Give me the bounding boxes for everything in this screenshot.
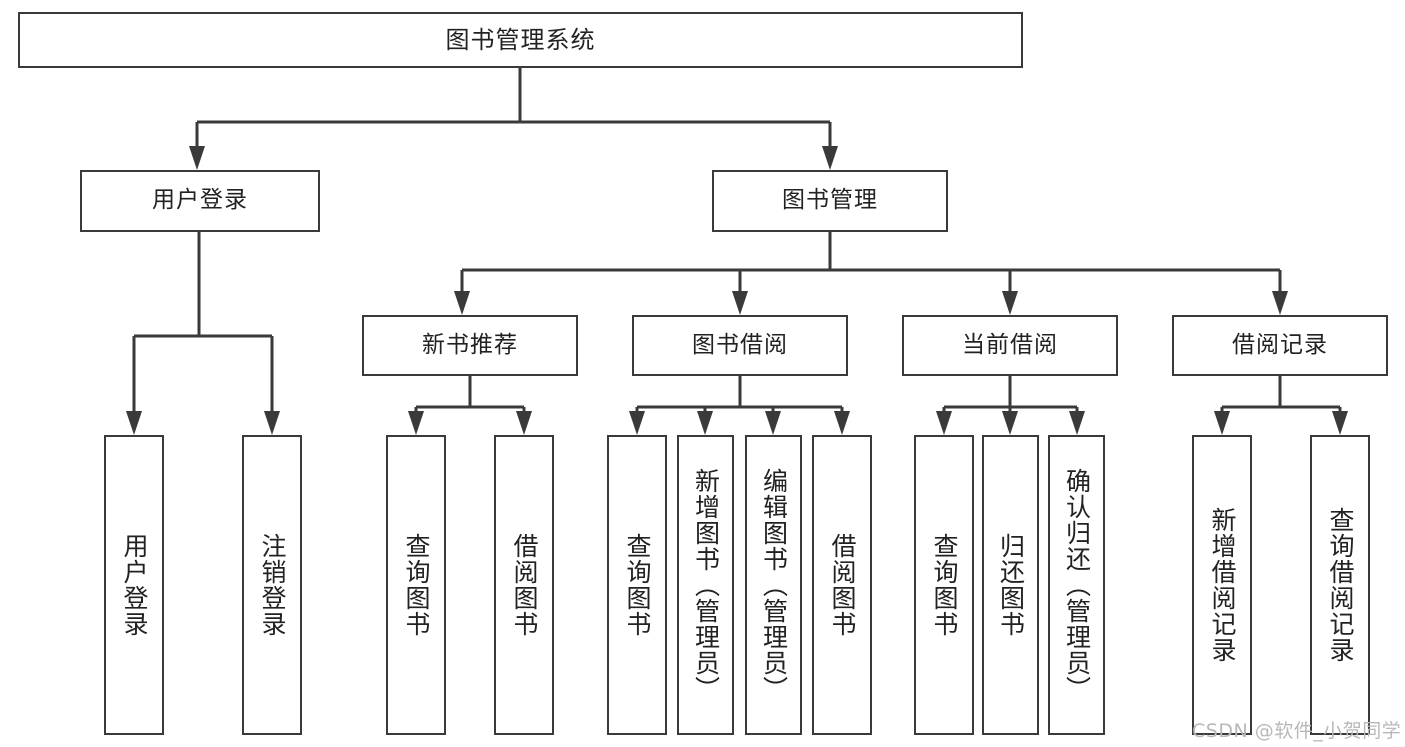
leaf-book-borrow-borrow[interactable]: 借阅图书 xyxy=(812,435,872,735)
node-book-management[interactable]: 图书管理 xyxy=(712,170,948,232)
leaf-new-book-borrow[interactable]: 借阅图书 xyxy=(494,435,554,735)
watermark-text: CSDN @软件_小贺同学 xyxy=(1192,720,1402,742)
leaf-label: 编辑图书（管理员） xyxy=(759,468,789,702)
node-borrow-record[interactable]: 借阅记录 xyxy=(1172,315,1388,376)
leaf-current-borrow-confirm[interactable]: 确认归还（管理员） xyxy=(1048,435,1105,735)
leaf-label: 确认归还（管理员） xyxy=(1062,468,1092,702)
leaf-label: 新增借阅记录 xyxy=(1208,507,1237,663)
leaf-borrow-record-query[interactable]: 查询借阅记录 xyxy=(1310,435,1370,735)
leaf-label: 注销登录 xyxy=(258,533,287,637)
leaf-label: 用户登录 xyxy=(120,533,149,637)
leaf-label: 借阅图书 xyxy=(828,533,857,637)
leaf-new-book-query[interactable]: 查询图书 xyxy=(386,435,446,735)
leaf-current-borrow-query[interactable]: 查询图书 xyxy=(914,435,974,735)
leaf-borrow-record-add[interactable]: 新增借阅记录 xyxy=(1192,435,1252,735)
leaf-user-login-logout[interactable]: 注销登录 xyxy=(242,435,302,735)
leaf-current-borrow-return[interactable]: 归还图书 xyxy=(982,435,1039,735)
node-root-system[interactable]: 图书管理系统 xyxy=(18,12,1023,68)
node-current-borrow[interactable]: 当前借阅 xyxy=(902,315,1118,376)
leaf-label: 借阅图书 xyxy=(510,533,539,637)
leaf-label: 查询借阅记录 xyxy=(1326,507,1355,663)
leaf-book-borrow-add[interactable]: 新增图书（管理员） xyxy=(677,435,734,735)
node-book-borrow[interactable]: 图书借阅 xyxy=(632,315,848,376)
leaf-label: 查询图书 xyxy=(623,533,652,637)
leaf-label: 新增图书（管理员） xyxy=(691,468,721,702)
leaf-label: 查询图书 xyxy=(402,533,431,637)
leaf-label: 归还图书 xyxy=(996,533,1026,637)
node-user-login[interactable]: 用户登录 xyxy=(80,170,320,232)
leaf-book-borrow-query[interactable]: 查询图书 xyxy=(607,435,667,735)
leaf-label: 查询图书 xyxy=(930,533,959,637)
leaf-book-borrow-edit[interactable]: 编辑图书（管理员） xyxy=(745,435,802,735)
node-new-book-recommend[interactable]: 新书推荐 xyxy=(362,315,578,376)
leaf-user-login-login[interactable]: 用户登录 xyxy=(104,435,164,735)
